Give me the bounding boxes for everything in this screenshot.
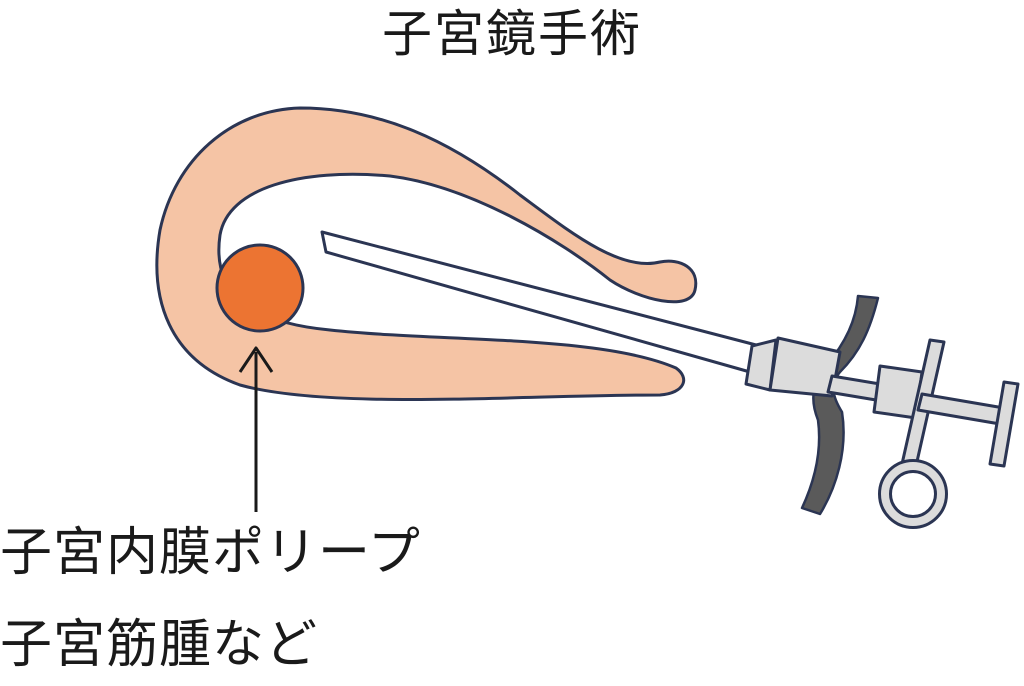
ring-handle-inner bbox=[881, 462, 945, 526]
plunger-rod bbox=[916, 392, 1006, 426]
diagram-title: 子宮鏡手術 bbox=[382, 5, 642, 63]
plunger-cap bbox=[988, 380, 1020, 468]
speculum-piece bbox=[800, 294, 880, 516]
polyp-circle bbox=[215, 243, 305, 333]
scope-body bbox=[768, 336, 842, 398]
label-endometrial-polyp: 子宮内膜ポリープ bbox=[0, 523, 421, 583]
label-fibroid-etc: 子宮筋腫など bbox=[0, 615, 319, 675]
pointer-arrow bbox=[238, 346, 274, 512]
